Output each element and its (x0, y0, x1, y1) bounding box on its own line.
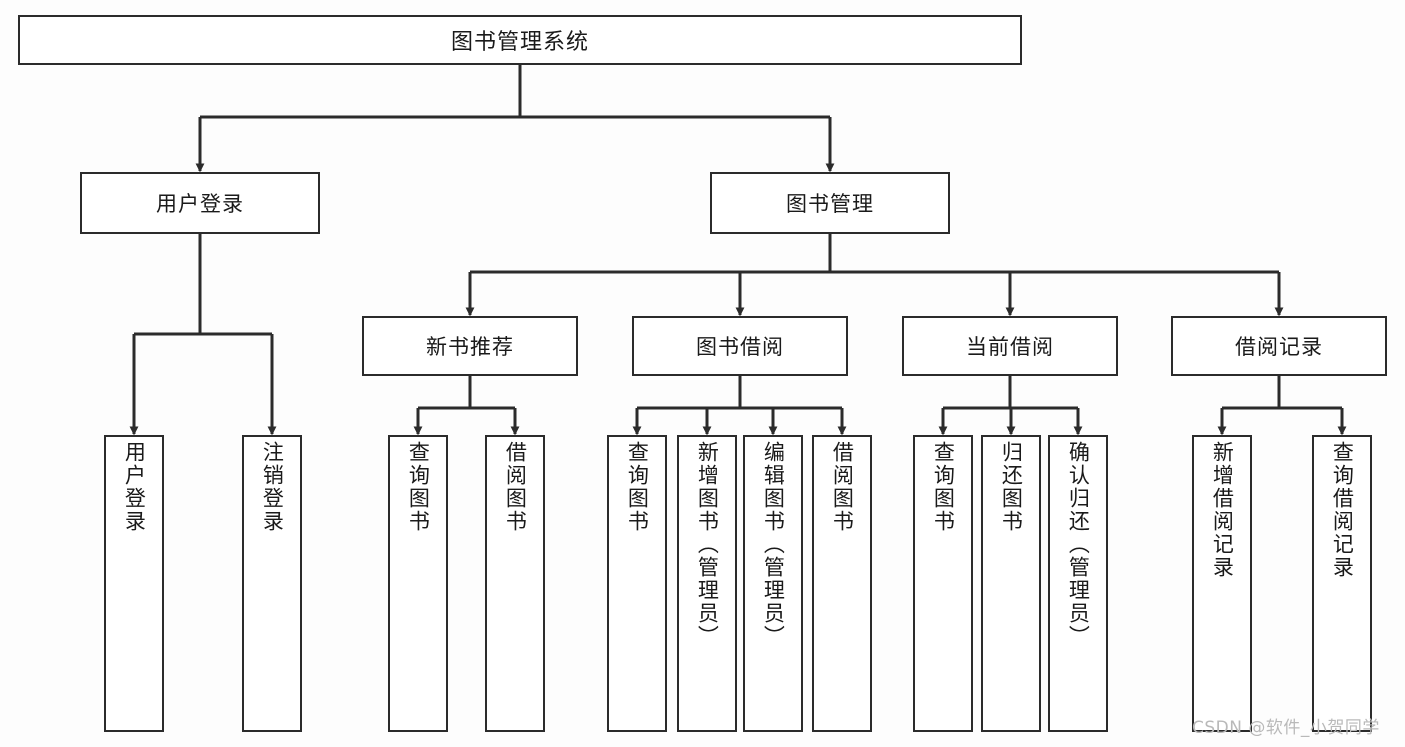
node-label: 图书借阅 (696, 335, 784, 359)
node-leaf-user-logout[interactable]: 注销登录 (242, 435, 302, 732)
node-label: 当前借阅 (966, 335, 1054, 359)
node-book-borrow[interactable]: 图书借阅 (632, 316, 848, 376)
node-label: 借阅记录 (1235, 335, 1323, 359)
node-label: 用户登录 (122, 441, 147, 533)
node-label: 用户登录 (156, 192, 244, 216)
node-label: 编辑图书（管理员） (761, 441, 786, 648)
node-leaf-borrow-edit-admin[interactable]: 编辑图书（管理员） (743, 435, 803, 732)
node-root-system[interactable]: 图书管理系统 (18, 15, 1022, 65)
node-book-management-module[interactable]: 图书管理 (710, 172, 950, 234)
node-label: 确认归还（管理员） (1066, 441, 1091, 648)
node-label: 借阅图书 (830, 441, 855, 533)
node-label: 查询借阅记录 (1330, 441, 1355, 579)
node-leaf-borrow-add-admin[interactable]: 新增图书（管理员） (677, 435, 737, 732)
node-leaf-newbook-query[interactable]: 查询图书 (388, 435, 448, 732)
node-label: 查询图书 (406, 441, 431, 533)
node-label: 查询图书 (931, 441, 956, 533)
node-leaf-current-confirm-admin[interactable]: 确认归还（管理员） (1048, 435, 1108, 732)
node-leaf-record-query[interactable]: 查询借阅记录 (1312, 435, 1372, 732)
node-leaf-current-return[interactable]: 归还图书 (981, 435, 1041, 732)
node-label: 新增借阅记录 (1210, 441, 1235, 579)
watermark: CSDN @软件_小贺同学 (1192, 718, 1380, 738)
node-current-borrow[interactable]: 当前借阅 (902, 316, 1118, 376)
node-label: 图书管理 (786, 192, 874, 216)
node-label: 图书管理系统 (450, 30, 589, 55)
node-borrow-record[interactable]: 借阅记录 (1171, 316, 1387, 376)
node-label: 新增图书（管理员） (695, 441, 720, 648)
node-leaf-borrow-borrow-book[interactable]: 借阅图书 (812, 435, 872, 732)
node-leaf-borrow-query[interactable]: 查询图书 (607, 435, 667, 732)
node-label: 查询图书 (625, 441, 650, 533)
node-label: 注销登录 (260, 441, 285, 533)
node-new-book-recommendation[interactable]: 新书推荐 (362, 316, 578, 376)
node-leaf-newbook-borrow[interactable]: 借阅图书 (485, 435, 545, 732)
node-leaf-user-login[interactable]: 用户登录 (104, 435, 164, 732)
node-leaf-current-query[interactable]: 查询图书 (913, 435, 973, 732)
node-label: 归还图书 (999, 441, 1024, 533)
node-leaf-record-add[interactable]: 新增借阅记录 (1192, 435, 1252, 732)
node-user-login-module[interactable]: 用户登录 (80, 172, 320, 234)
node-label: 借阅图书 (503, 441, 528, 533)
node-label: 新书推荐 (426, 335, 514, 359)
